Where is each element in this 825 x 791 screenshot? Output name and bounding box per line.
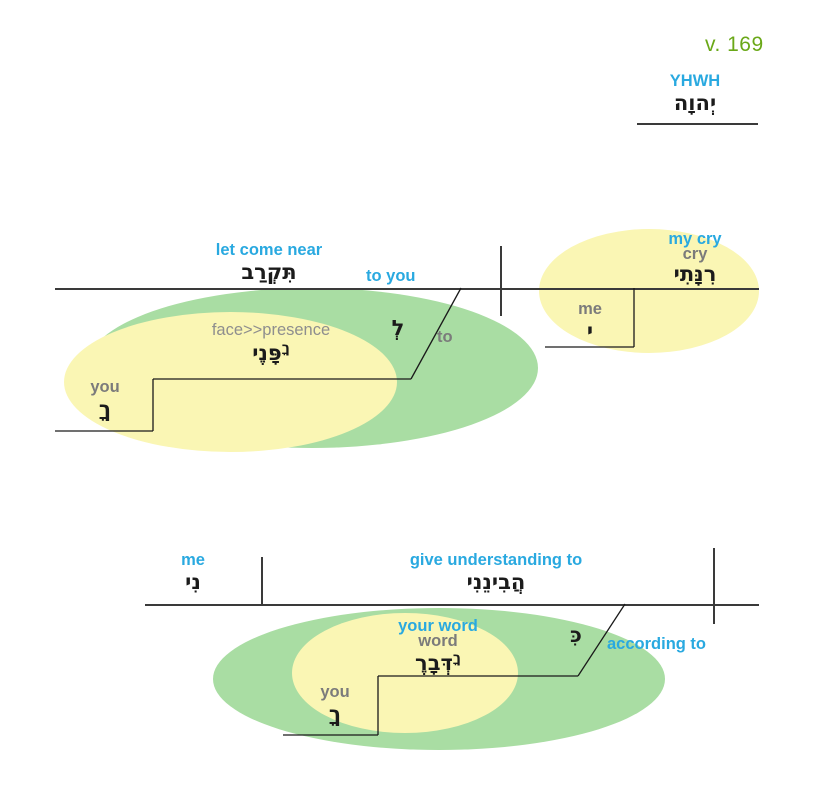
clause1-subject-gloss-blue: my cry [668, 230, 722, 248]
clause1-object-gloss-row: face>>presence [188, 321, 354, 340]
clause2-possessor-gloss: you [320, 683, 350, 701]
clause1-subject-gloss-gray: cry [682, 245, 708, 263]
clause1-prep-slant [410, 287, 462, 380]
clause2-prep-slant [577, 603, 626, 677]
clause2-noun-hebrew: דְּבָרֶ [415, 651, 453, 675]
clause2-baseline [145, 604, 759, 606]
clause1-subject: my cry cry רִנָּתִי [640, 230, 750, 286]
clause2-possessor: you ךָ [308, 683, 362, 726]
clause2-noun-phrase: your word word ךָדְּבָרֶ [375, 617, 501, 675]
clause1-verb-hebrew: תִּקְרַב [241, 260, 297, 284]
clause1-preposition-gloss: to [437, 328, 453, 346]
clause1-object-phrase: face>>presence ךָפָּנֶי [188, 321, 354, 365]
clause2-noun-hebrew-suffix: ךָ [452, 650, 461, 666]
clause1-object-hebrew: פָּנֶי [252, 341, 282, 365]
clause1-yellow-ellipse-presence [64, 312, 397, 452]
clause2-possessor-hebrew: ךָ [328, 702, 342, 726]
verse-label: v. 169 [705, 33, 764, 56]
clause1-yellow-ellipse-cry [539, 229, 759, 353]
clause2-object-divider [261, 557, 263, 604]
clause2-preposition-hebrew: כִּ [570, 623, 582, 647]
clause1-subject-possessor-gloss: me [578, 300, 602, 318]
clause1-subject-possessor: me י [565, 300, 615, 343]
clause2-object: me נִי [163, 551, 223, 594]
clause1-object-hebrew-row: ךָפָּנֶי [188, 340, 354, 365]
clause1-object-gloss: face>>presence [211, 321, 331, 339]
clause1-subject-hebrew: רִנָּתִי [673, 262, 717, 286]
clause1-to-you-gloss: to you [366, 267, 416, 285]
clause2-clause-divider [713, 548, 715, 624]
clause2-verb-hebrew: הֲבִינֵנִי [466, 570, 526, 594]
clause1-possessor-gloss: you [90, 378, 120, 396]
clause2-verb-gloss: give understanding to [409, 551, 583, 569]
heading-baseline [637, 123, 758, 125]
clause2-noun-hebrew-row: ךָדְּבָרֶ [375, 650, 501, 675]
clause1-possessor: you ךָ [78, 378, 132, 421]
clause2-noun-gloss-gray: word [418, 632, 458, 650]
clause1-subject-possessor-hebrew: י [586, 319, 594, 343]
clause2-verb: give understanding to הֲבִינֵנִי [385, 551, 607, 594]
clause1-possessor-hebrew: ךָ [98, 397, 112, 421]
clause1-subject-predicate-divider [500, 246, 502, 316]
clause1-verb-gloss: let come near [215, 241, 323, 259]
clause2-yellow-ellipse [292, 613, 518, 733]
clause2-adjunct-gloss: according to [607, 635, 707, 653]
clause2-object-hebrew: נִי [185, 570, 201, 594]
heading-hebrew: יְהוָה [673, 91, 717, 115]
clause1-preposition-hebrew: לְ [391, 316, 405, 340]
clause1-verb: let come near תִּקְרַב [190, 241, 348, 284]
clause1-baseline [55, 288, 759, 290]
heading-vocative: YHWH יְהוָה [632, 72, 758, 115]
clause1-object-hebrew-suffix: ךָ [281, 340, 290, 356]
clause2-noun-gloss-blue: your word [398, 617, 478, 635]
clause2-object-gloss: me [181, 551, 205, 569]
heading-gloss: YHWH [669, 72, 721, 90]
